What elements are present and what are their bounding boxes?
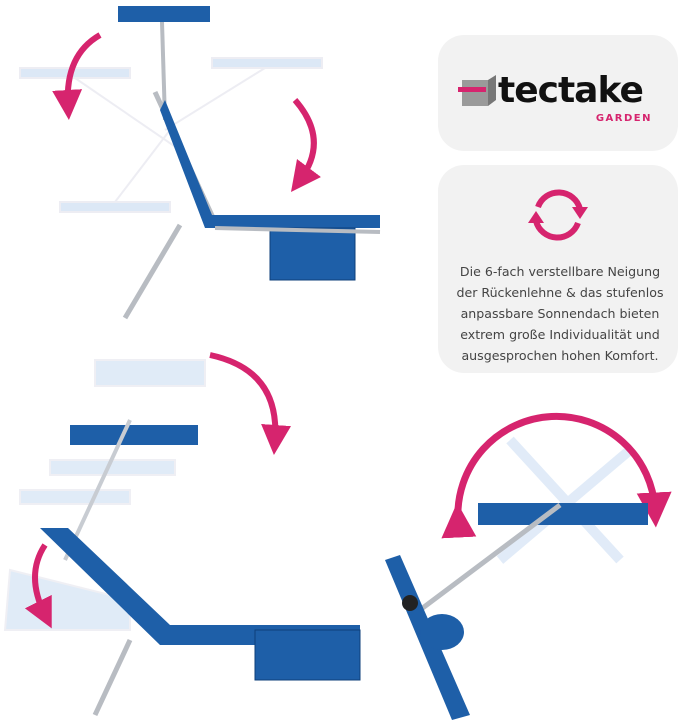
brand-card: tectake GARDEN [438, 35, 678, 151]
brand-sub: GARDEN [595, 113, 652, 124]
lounger-bottom-left [3, 352, 361, 717]
lounger-top [19, 6, 381, 320]
box-logo-icon [458, 75, 496, 106]
brand-name: tectake [498, 70, 644, 111]
info-card: Die 6-fach verstellbare Neigung der Rück… [438, 165, 678, 373]
rotate-arrows-icon [528, 189, 588, 241]
lounger-detail [385, 412, 672, 720]
brand-logo: tectake [458, 70, 644, 111]
feature-description: Die 6-fach verstellbare Neigung der Rück… [456, 264, 664, 363]
